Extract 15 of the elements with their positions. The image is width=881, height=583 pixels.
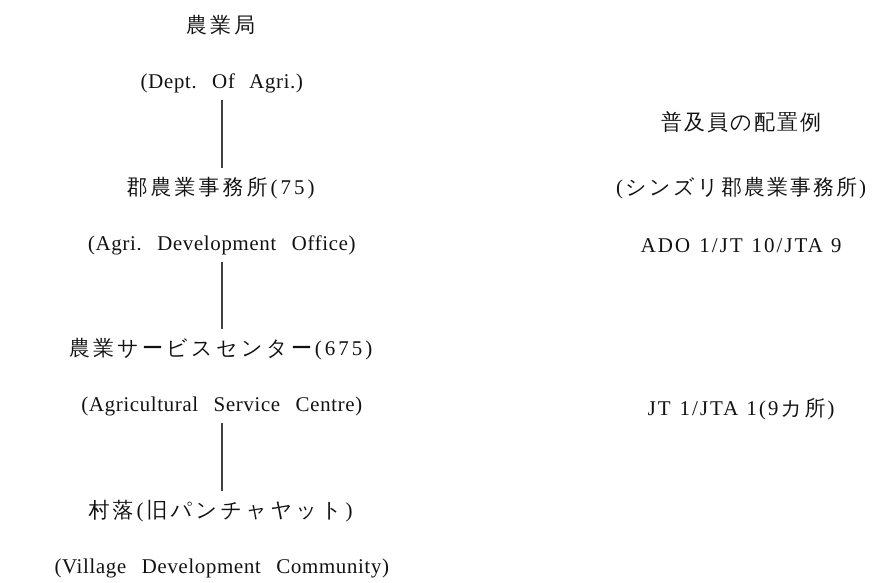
staffing-note: JT 1/JTA 1(9カ所) <box>648 395 836 421</box>
org-unit-name: (Dept. Of Agri.) <box>140 68 304 94</box>
connector-line <box>221 262 223 329</box>
connector-line <box>221 100 223 168</box>
org-unit-name: 農業サービスセンター(675) <box>68 335 376 361</box>
org-unit-name: 村落(旧パンチャヤット) <box>88 497 356 523</box>
staffing-note: ADO 1/JT 10/JTA 9 <box>640 232 844 258</box>
org-unit-name: 農業局 <box>186 12 258 38</box>
org-unit-name: 郡農業事務所(75) <box>126 174 318 200</box>
org-unit-name: (Agricultural Service Centre) <box>81 391 363 417</box>
org-unit-name: (Village Development Community) <box>54 553 390 579</box>
connector-line <box>221 423 223 491</box>
staffing-note: 普及員の配置例 <box>661 109 823 135</box>
staffing-note: (シンズリ郡農業事務所) <box>616 174 868 200</box>
org-unit-name: (Agri. Development Office) <box>88 230 356 256</box>
